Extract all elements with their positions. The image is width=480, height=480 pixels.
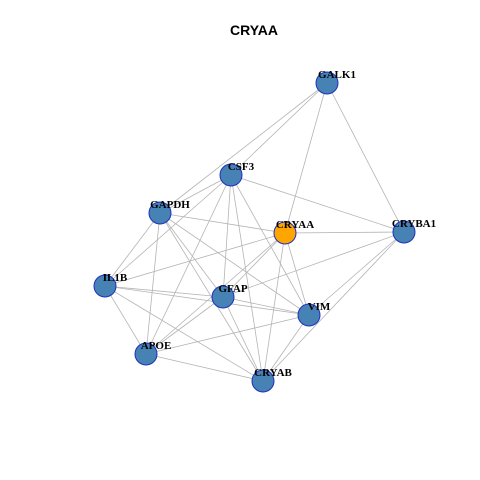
- node-circle: [392, 220, 416, 244]
- edge-gapdh-vim: [159, 212, 310, 316]
- edge-csf3-il1b: [104, 174, 232, 287]
- edge-gapdh-il1b: [104, 212, 161, 287]
- node-label: CSF3: [228, 161, 255, 173]
- edge-cryaa-cryab: [262, 232, 286, 382]
- node-label: CRYBA1: [392, 218, 436, 230]
- node-csf3: CSF3: [219, 161, 255, 187]
- edge-vim-apoe: [145, 314, 310, 355]
- edge-gfap-vim: [222, 296, 310, 316]
- edge-cryba1-cryab: [262, 231, 405, 382]
- edge-gapdh-gfap: [159, 212, 224, 298]
- node-cryba1: CRYBA1: [392, 218, 436, 244]
- node-circle: [211, 285, 235, 309]
- edge-cryba1-vim: [308, 231, 405, 316]
- node-circle: [315, 71, 339, 95]
- node-circle: [134, 342, 158, 366]
- node-label: VIM: [308, 301, 331, 313]
- node-label: GAPDH: [150, 199, 190, 211]
- node-apoe: APOE: [134, 340, 172, 366]
- node-label: CRYAA: [276, 219, 314, 231]
- node-cryaa: CRYAA: [273, 219, 314, 245]
- node-label: GFAP: [218, 283, 247, 295]
- edge-vim-cryab: [262, 314, 310, 382]
- edge-gfap-cryab: [222, 296, 264, 382]
- edge-gapdh-apoe: [145, 212, 161, 355]
- edge-cryaa-vim: [284, 232, 310, 316]
- edge-cryba1-gfap: [222, 231, 405, 298]
- edge-layer: [104, 82, 405, 382]
- node-gfap: GFAP: [211, 283, 248, 309]
- node-circle: [297, 303, 321, 327]
- edge-cryaa-cryba1: [284, 231, 405, 234]
- edge-il1b-apoe: [104, 285, 147, 355]
- edge-csf3-vim: [230, 174, 310, 316]
- edge-cryaa-il1b: [104, 232, 286, 287]
- edge-gfap-apoe: [145, 296, 224, 355]
- edge-il1b-vim: [104, 285, 310, 316]
- edge-gapdh-cryaa: [159, 212, 286, 234]
- node-cryab: CRYAB: [251, 367, 293, 393]
- edge-galk1-cryaa: [284, 82, 328, 234]
- node-il1b: IL1B: [93, 272, 128, 298]
- edge-il1b-gfap: [104, 285, 224, 298]
- node-label: APOE: [141, 340, 172, 352]
- edge-galk1-csf3: [230, 82, 328, 176]
- diagram-title: CRYAA: [230, 22, 278, 38]
- node-circle: [219, 163, 243, 187]
- edge-galk1-cryba1: [326, 82, 405, 233]
- node-gapdh: GAPDH: [148, 199, 190, 225]
- edge-csf3-cryba1: [230, 174, 405, 233]
- node-galk1: GALK1: [315, 69, 356, 95]
- node-circle: [251, 369, 275, 393]
- edge-galk1-gapdh: [159, 82, 328, 214]
- node-label: GALK1: [318, 69, 356, 81]
- node-circle: [148, 201, 172, 225]
- node-label: CRYAB: [254, 367, 292, 379]
- edge-csf3-gfap: [222, 174, 232, 298]
- edge-csf3-gapdh: [159, 174, 232, 214]
- node-label: IL1B: [103, 272, 128, 284]
- edge-csf3-cryab: [230, 174, 264, 382]
- edge-il1b-cryab: [104, 285, 264, 382]
- edge-apoe-cryab: [145, 353, 264, 382]
- edge-csf3-apoe: [145, 174, 232, 355]
- node-circle: [273, 221, 297, 245]
- node-circle: [93, 274, 117, 298]
- edge-cryaa-gfap: [222, 232, 286, 298]
- node-vim: VIM: [297, 301, 331, 327]
